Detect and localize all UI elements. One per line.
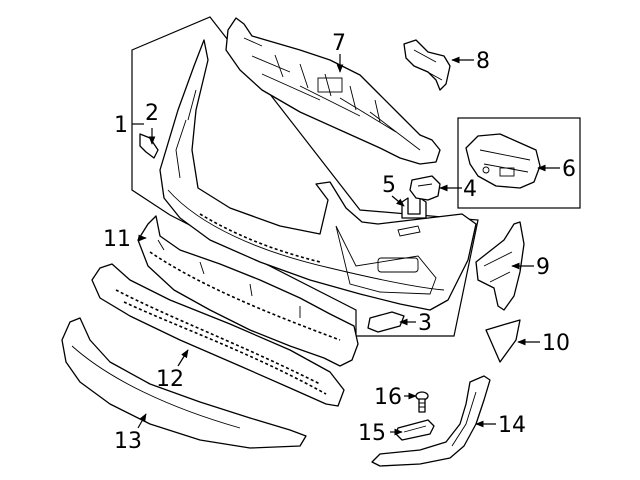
callout-6: 6 [562, 157, 576, 182]
lower-cover-11[interactable] [137, 215, 359, 367]
callout-10: 10 [542, 331, 570, 356]
lower-grille-12[interactable] [91, 263, 345, 407]
callout-12: 12 [156, 367, 184, 392]
assembly-frame-1 [131, 16, 479, 337]
leader-lines [132, 54, 560, 436]
callout-2: 2 [145, 101, 159, 126]
cap-3[interactable] [367, 311, 405, 333]
callout-11: 11 [103, 227, 131, 252]
callout-13: 13 [114, 429, 142, 454]
callout-8: 8 [476, 49, 490, 74]
spoiler-13[interactable] [61, 317, 307, 449]
detail-frame-6 [457, 117, 581, 209]
side-bracket-6[interactable] [465, 133, 541, 189]
side-trim-14[interactable] [371, 375, 491, 467]
callout-16: 16 [374, 385, 402, 410]
clip-2[interactable] [139, 133, 159, 159]
bracket-15[interactable] [395, 419, 435, 441]
callout-1: 1 [114, 113, 128, 138]
callout-9: 9 [536, 255, 550, 280]
callout-7: 7 [332, 31, 346, 56]
bracket-5[interactable] [401, 197, 427, 219]
callout-3: 3 [418, 311, 432, 336]
callout-14: 14 [498, 413, 526, 438]
bumper-cover-1[interactable] [159, 39, 477, 311]
callout-labels: 1 2 3 4 5 6 7 8 9 10 11 12 13 14 15 16 [103, 31, 576, 454]
callout-5: 5 [382, 173, 396, 198]
bracket-8[interactable] [403, 39, 451, 91]
upper-support-7[interactable] [225, 17, 441, 165]
bolt-16[interactable] [415, 391, 429, 413]
bracket-9[interactable] [475, 221, 525, 311]
sensor-holder-4[interactable] [409, 175, 441, 201]
callout-15: 15 [358, 421, 386, 446]
trim-10[interactable] [485, 319, 521, 363]
callout-4: 4 [463, 177, 477, 202]
